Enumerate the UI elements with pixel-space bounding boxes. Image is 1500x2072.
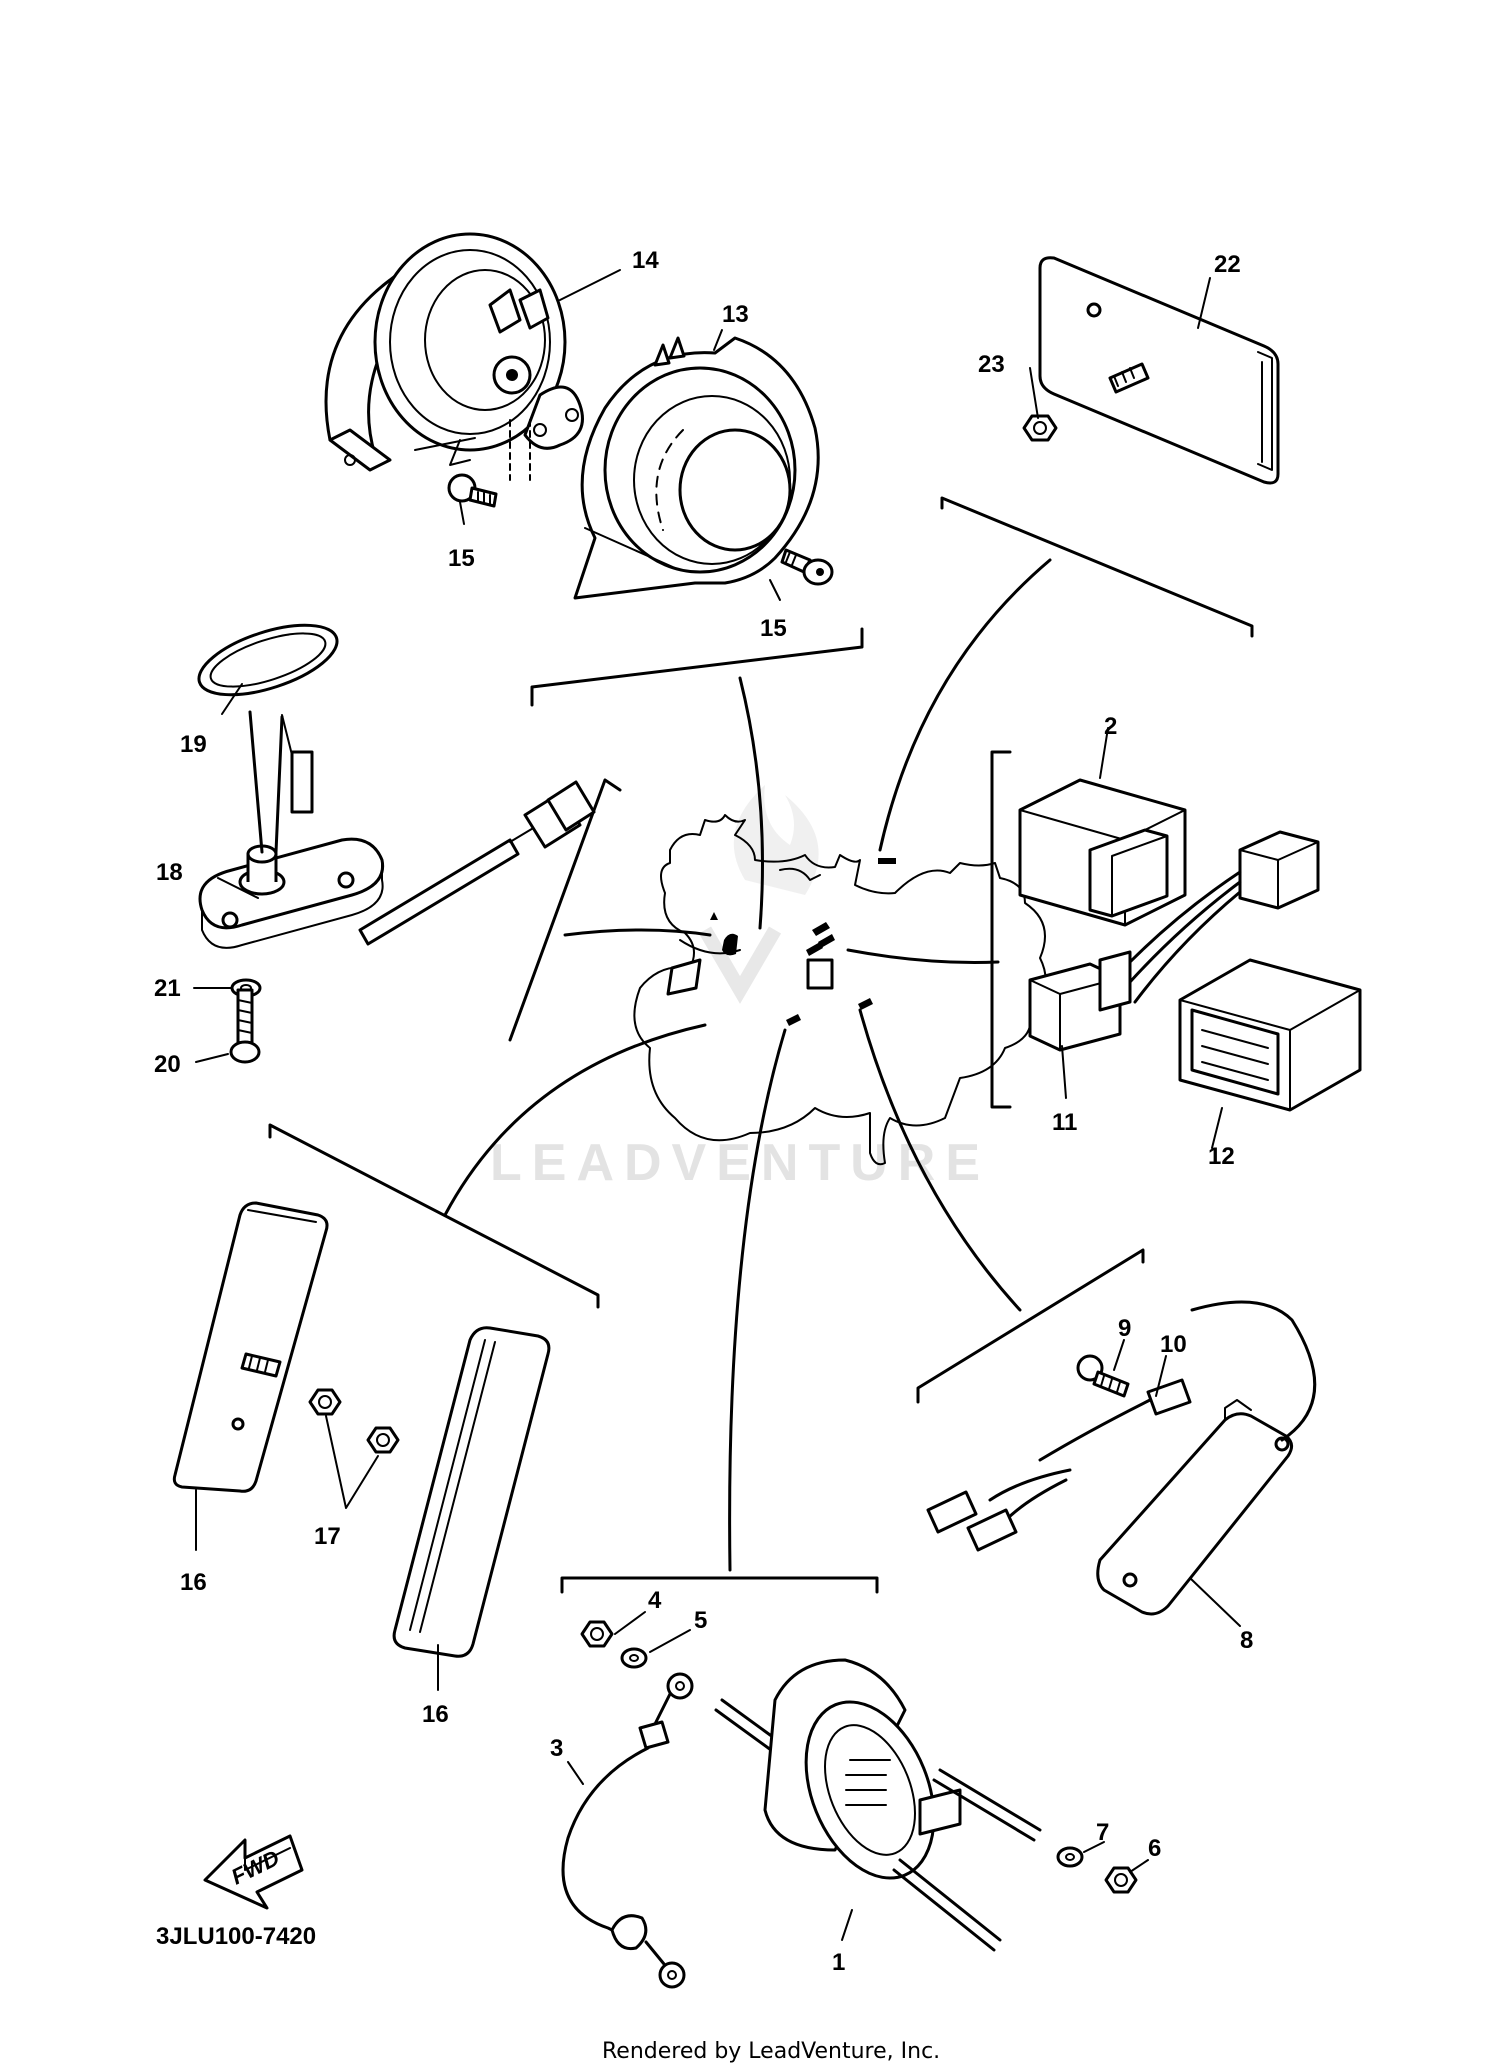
nuts-17	[308, 1388, 400, 1509]
reflector-22	[1038, 256, 1280, 485]
callout-3: 3	[550, 1735, 563, 1762]
washer-7	[1056, 1846, 1084, 1868]
screw-20	[229, 988, 261, 1064]
callout-4: 4	[648, 1587, 662, 1614]
callout-22: 22	[1214, 251, 1241, 278]
reflector-16-left	[172, 1201, 329, 1493]
watermark-text: LEADVENTURE	[490, 1134, 990, 1192]
reflector-16-right	[392, 1326, 551, 1658]
gasket-19	[197, 623, 339, 697]
callout-14: 14	[632, 247, 659, 274]
bolt-15-right	[780, 548, 834, 586]
callout-20: 20	[154, 1051, 181, 1078]
callout-12: 12	[1208, 1143, 1235, 1170]
footer-text: Rendered by LeadVenture, Inc.	[602, 2039, 940, 2064]
callout-7: 7	[1096, 1819, 1109, 1846]
callout-15-right: 15	[760, 615, 787, 642]
lead-3	[561, 1672, 694, 1989]
group-brackets	[268, 496, 1254, 1594]
nut-23	[1022, 414, 1058, 442]
horn-13	[573, 336, 820, 600]
callout-9: 9	[1118, 1315, 1131, 1342]
connector-11	[1028, 950, 1132, 1052]
callout-5: 5	[694, 1607, 707, 1634]
callout-8: 8	[1240, 1627, 1253, 1654]
watermark: LEADVENTURE	[490, 785, 990, 1192]
callout-21: 21	[154, 975, 181, 1002]
callout-17: 17	[314, 1523, 341, 1550]
washer-5	[620, 1647, 648, 1669]
callout-16-right: 16	[422, 1701, 449, 1728]
nut-6	[1104, 1866, 1138, 1894]
fwd-arrow-icon: FWD	[203, 1834, 304, 1910]
horn-14	[324, 232, 584, 481]
callout-16-left: 16	[180, 1569, 207, 1596]
unit-8	[926, 1300, 1317, 1616]
nut-4	[580, 1620, 614, 1648]
frame-outline	[633, 814, 1047, 1166]
bolt-15-left	[447, 473, 498, 508]
diagram-code: 3JLU100-7420	[156, 1923, 316, 1950]
sender-18	[198, 710, 596, 949]
leader-lines	[443, 558, 1052, 1572]
callout-11: 11	[1052, 1109, 1077, 1136]
callout-18: 18	[156, 859, 183, 886]
callout-10: 10	[1160, 1331, 1187, 1358]
callout-6: 6	[1148, 1835, 1161, 1862]
solenoid-1	[714, 1658, 1042, 1952]
callout-23: 23	[978, 351, 1005, 378]
bolt-9	[1076, 1354, 1130, 1398]
callout-labels: 14 13 15 15 22 23 2 11 12 19 18 21 20 16…	[154, 247, 1253, 1976]
callout-2: 2	[1104, 713, 1117, 740]
relay-2	[1018, 778, 1320, 1004]
callout-19: 19	[180, 731, 207, 758]
callout-15-left: 15	[448, 545, 475, 572]
callout-leaders	[193, 269, 1241, 1941]
connector-12	[1178, 958, 1362, 1112]
callout-13: 13	[722, 301, 749, 328]
callout-1: 1	[832, 1949, 845, 1976]
